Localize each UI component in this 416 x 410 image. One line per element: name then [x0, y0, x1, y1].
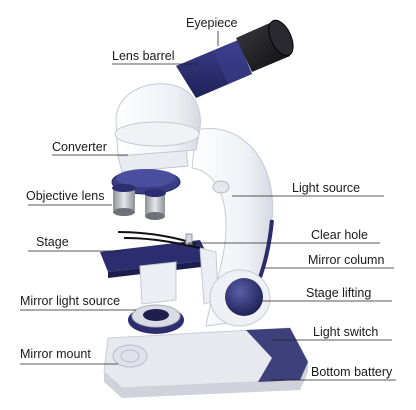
stage-lifting-knob	[209, 269, 271, 327]
label-mirror-light-source: Mirror light source	[20, 294, 121, 308]
label-mirror-column: Mirror column	[308, 253, 385, 267]
base	[103, 327, 309, 398]
label-clear-hole: Clear hole	[311, 228, 368, 242]
mirror-mount	[112, 344, 148, 368]
light-source-knob	[212, 180, 230, 194]
label-lens-barrel: Lens barrel	[112, 49, 175, 63]
label-stage-lifting: Stage lifting	[306, 286, 372, 300]
eyepiece	[236, 19, 294, 72]
label-eyepiece: Eyepiece	[186, 16, 238, 30]
label-light-source: Light source	[292, 181, 361, 195]
label-bottom-battery: Bottom battery	[311, 365, 393, 379]
mirror-light-source	[128, 304, 184, 334]
label-mirror-mount: Mirror mount	[20, 347, 91, 361]
label-objective-lens: Objective lens	[26, 189, 105, 203]
leader-lines	[20, 31, 396, 381]
head	[114, 83, 201, 157]
label-stage: Stage	[36, 235, 69, 249]
label-light-switch: Light switch	[313, 325, 379, 339]
lens-barrel	[176, 40, 252, 98]
label-converter: Converter	[52, 140, 107, 154]
objective-lenses	[112, 184, 166, 220]
stage-block	[100, 231, 219, 305]
